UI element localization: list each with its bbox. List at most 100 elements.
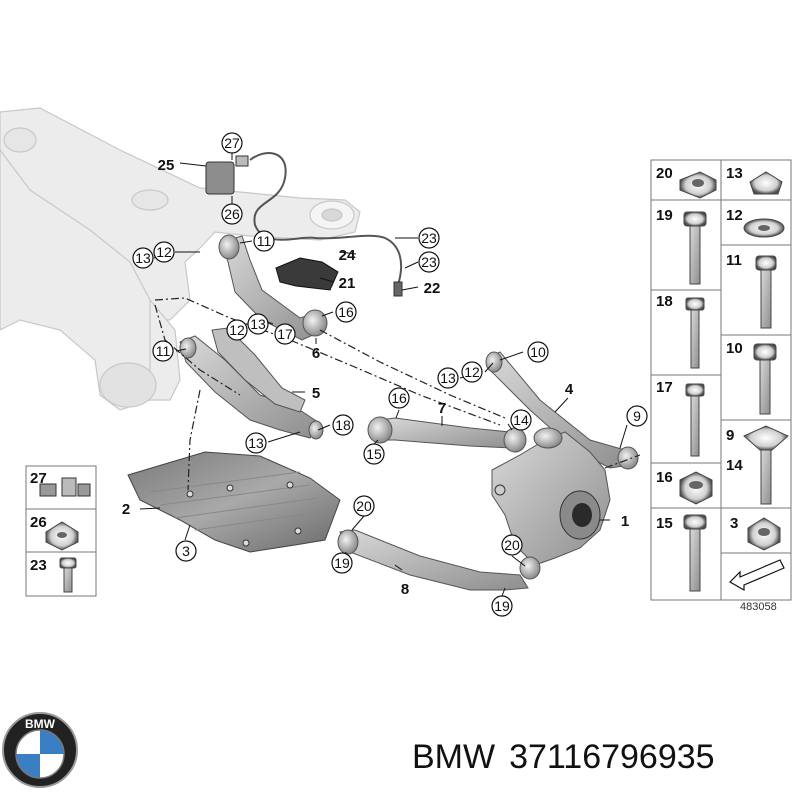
table-number: 11: [726, 252, 742, 269]
arrow-icon: [729, 559, 785, 592]
underbody-plate-2: [127, 451, 341, 553]
callout-9[interactable]: 9: [626, 405, 648, 427]
callout-12-mid[interactable]: 12: [226, 319, 248, 341]
callout-11-mid[interactable]: 11: [152, 340, 174, 362]
callout-label: 23: [421, 254, 437, 270]
callout-13-top[interactable]: 13: [132, 247, 154, 269]
callout-13-low[interactable]: 13: [245, 432, 267, 454]
table-cell-10[interactable]: 10: [726, 340, 777, 415]
table-cell-14[interactable]: 14: [726, 449, 772, 505]
callout-label: 17: [277, 326, 293, 342]
callout-label: 18: [335, 417, 351, 433]
callout-18[interactable]: 18: [332, 414, 354, 436]
logo-lettering: BMW: [25, 717, 56, 731]
parts-table-left: 27 26 23: [25, 465, 97, 597]
callout-24[interactable]: 24: [339, 247, 356, 264]
table-cell-16[interactable]: 16: [656, 469, 713, 505]
brand-name: BMW: [412, 738, 496, 776]
table-cell-13[interactable]: 13: [726, 165, 783, 195]
callout-4[interactable]: 4: [565, 381, 574, 398]
part-number: 37116796935: [509, 738, 715, 776]
callout-20-right[interactable]: 20: [501, 534, 523, 556]
table-cell-26[interactable]: 26: [30, 514, 79, 551]
callout-7[interactable]: 7: [438, 400, 446, 417]
callout-label: 27: [224, 135, 240, 151]
callout-label: 11: [156, 343, 171, 359]
height-sensor-assembly: [205, 152, 403, 297]
callout-16-mid[interactable]: 16: [388, 387, 410, 409]
table-cell-27[interactable]: 27: [30, 470, 91, 497]
table-number: 10: [726, 340, 743, 357]
control-arm-8: [337, 529, 541, 591]
callout-label: 10: [530, 344, 546, 360]
callout-label: 19: [494, 598, 510, 614]
callout-19-right[interactable]: 19: [491, 595, 513, 617]
callout-label: 13: [135, 250, 151, 266]
callout-2[interactable]: 2: [122, 501, 130, 518]
callout-5[interactable]: 5: [312, 385, 320, 402]
assembly-lines: [154, 297, 641, 491]
table-number: 23: [30, 557, 47, 574]
callout-11-top[interactable]: 11: [253, 230, 275, 252]
callout-label: 12: [464, 364, 480, 380]
bracket-21: [275, 257, 339, 291]
callout-label: 15: [366, 446, 382, 462]
table-number: 9: [726, 427, 734, 444]
table-cell-18[interactable]: 18: [656, 293, 705, 369]
table-cell-19[interactable]: 19: [656, 207, 707, 285]
callout-12-right[interactable]: 12: [461, 361, 483, 383]
table-cell-20[interactable]: 20: [656, 165, 717, 199]
callout-label: 13: [440, 370, 456, 386]
table-cell-17[interactable]: 17: [656, 379, 705, 457]
callout-15[interactable]: 15: [363, 443, 385, 465]
callout-label: 12: [156, 244, 172, 260]
callout-label: 11: [257, 233, 272, 249]
callout-label: 14: [513, 412, 529, 428]
table-cell-15[interactable]: 15: [656, 514, 707, 592]
table-number: 12: [726, 207, 743, 224]
callout-label: 16: [338, 304, 354, 320]
callout-23-b[interactable]: 23: [418, 251, 440, 273]
control-arm-5: [179, 327, 324, 440]
callout-3-diagram[interactable]: 3: [175, 540, 197, 562]
callout-16-top[interactable]: 16: [335, 301, 357, 323]
table-cell-11[interactable]: 11: [726, 252, 777, 329]
callout-13-mid[interactable]: 13: [247, 313, 269, 335]
callout-10[interactable]: 10: [527, 341, 549, 363]
callout-25[interactable]: 25: [158, 157, 175, 174]
callout-label: 3: [182, 543, 190, 559]
callout-label: 12: [229, 322, 245, 338]
control-arm-6: [218, 234, 328, 341]
table-number: 27: [30, 470, 47, 487]
parts-table-right: 20 19 18 17 16 15: [650, 159, 792, 613]
callout-21[interactable]: 21: [339, 275, 356, 292]
table-cell-9[interactable]: 9: [726, 425, 789, 451]
callout-6[interactable]: 6: [312, 345, 320, 362]
leader-lines: [139, 152, 628, 597]
callout-23-a[interactable]: 23: [418, 227, 440, 249]
callout-26[interactable]: 26: [221, 203, 243, 225]
table-cell-23[interactable]: 23: [30, 557, 77, 593]
callout-1[interactable]: 1: [621, 513, 629, 530]
callout-13-right[interactable]: 13: [437, 367, 459, 389]
table-number: 18: [656, 293, 673, 310]
callout-27[interactable]: 27: [221, 132, 243, 154]
table-number: 13: [726, 165, 743, 182]
table-number: 3: [730, 515, 738, 532]
callout-14[interactable]: 14: [510, 409, 532, 431]
callout-17[interactable]: 17: [274, 323, 296, 345]
callout-8[interactable]: 8: [401, 581, 409, 598]
callout-20-left[interactable]: 20: [353, 495, 375, 517]
callout-22[interactable]: 22: [424, 280, 441, 297]
table-cell-3[interactable]: 3: [730, 515, 781, 551]
table-number: 20: [656, 165, 673, 182]
callout-19-left[interactable]: 19: [331, 552, 353, 574]
callout-label: 9: [633, 408, 641, 424]
callout-12-top[interactable]: 12: [153, 241, 175, 263]
table-cell-12[interactable]: 12: [726, 207, 785, 238]
callout-label: 13: [250, 316, 266, 332]
callout-label: 20: [356, 498, 372, 514]
table-number: 19: [656, 207, 673, 224]
callout-label: 13: [248, 435, 264, 451]
